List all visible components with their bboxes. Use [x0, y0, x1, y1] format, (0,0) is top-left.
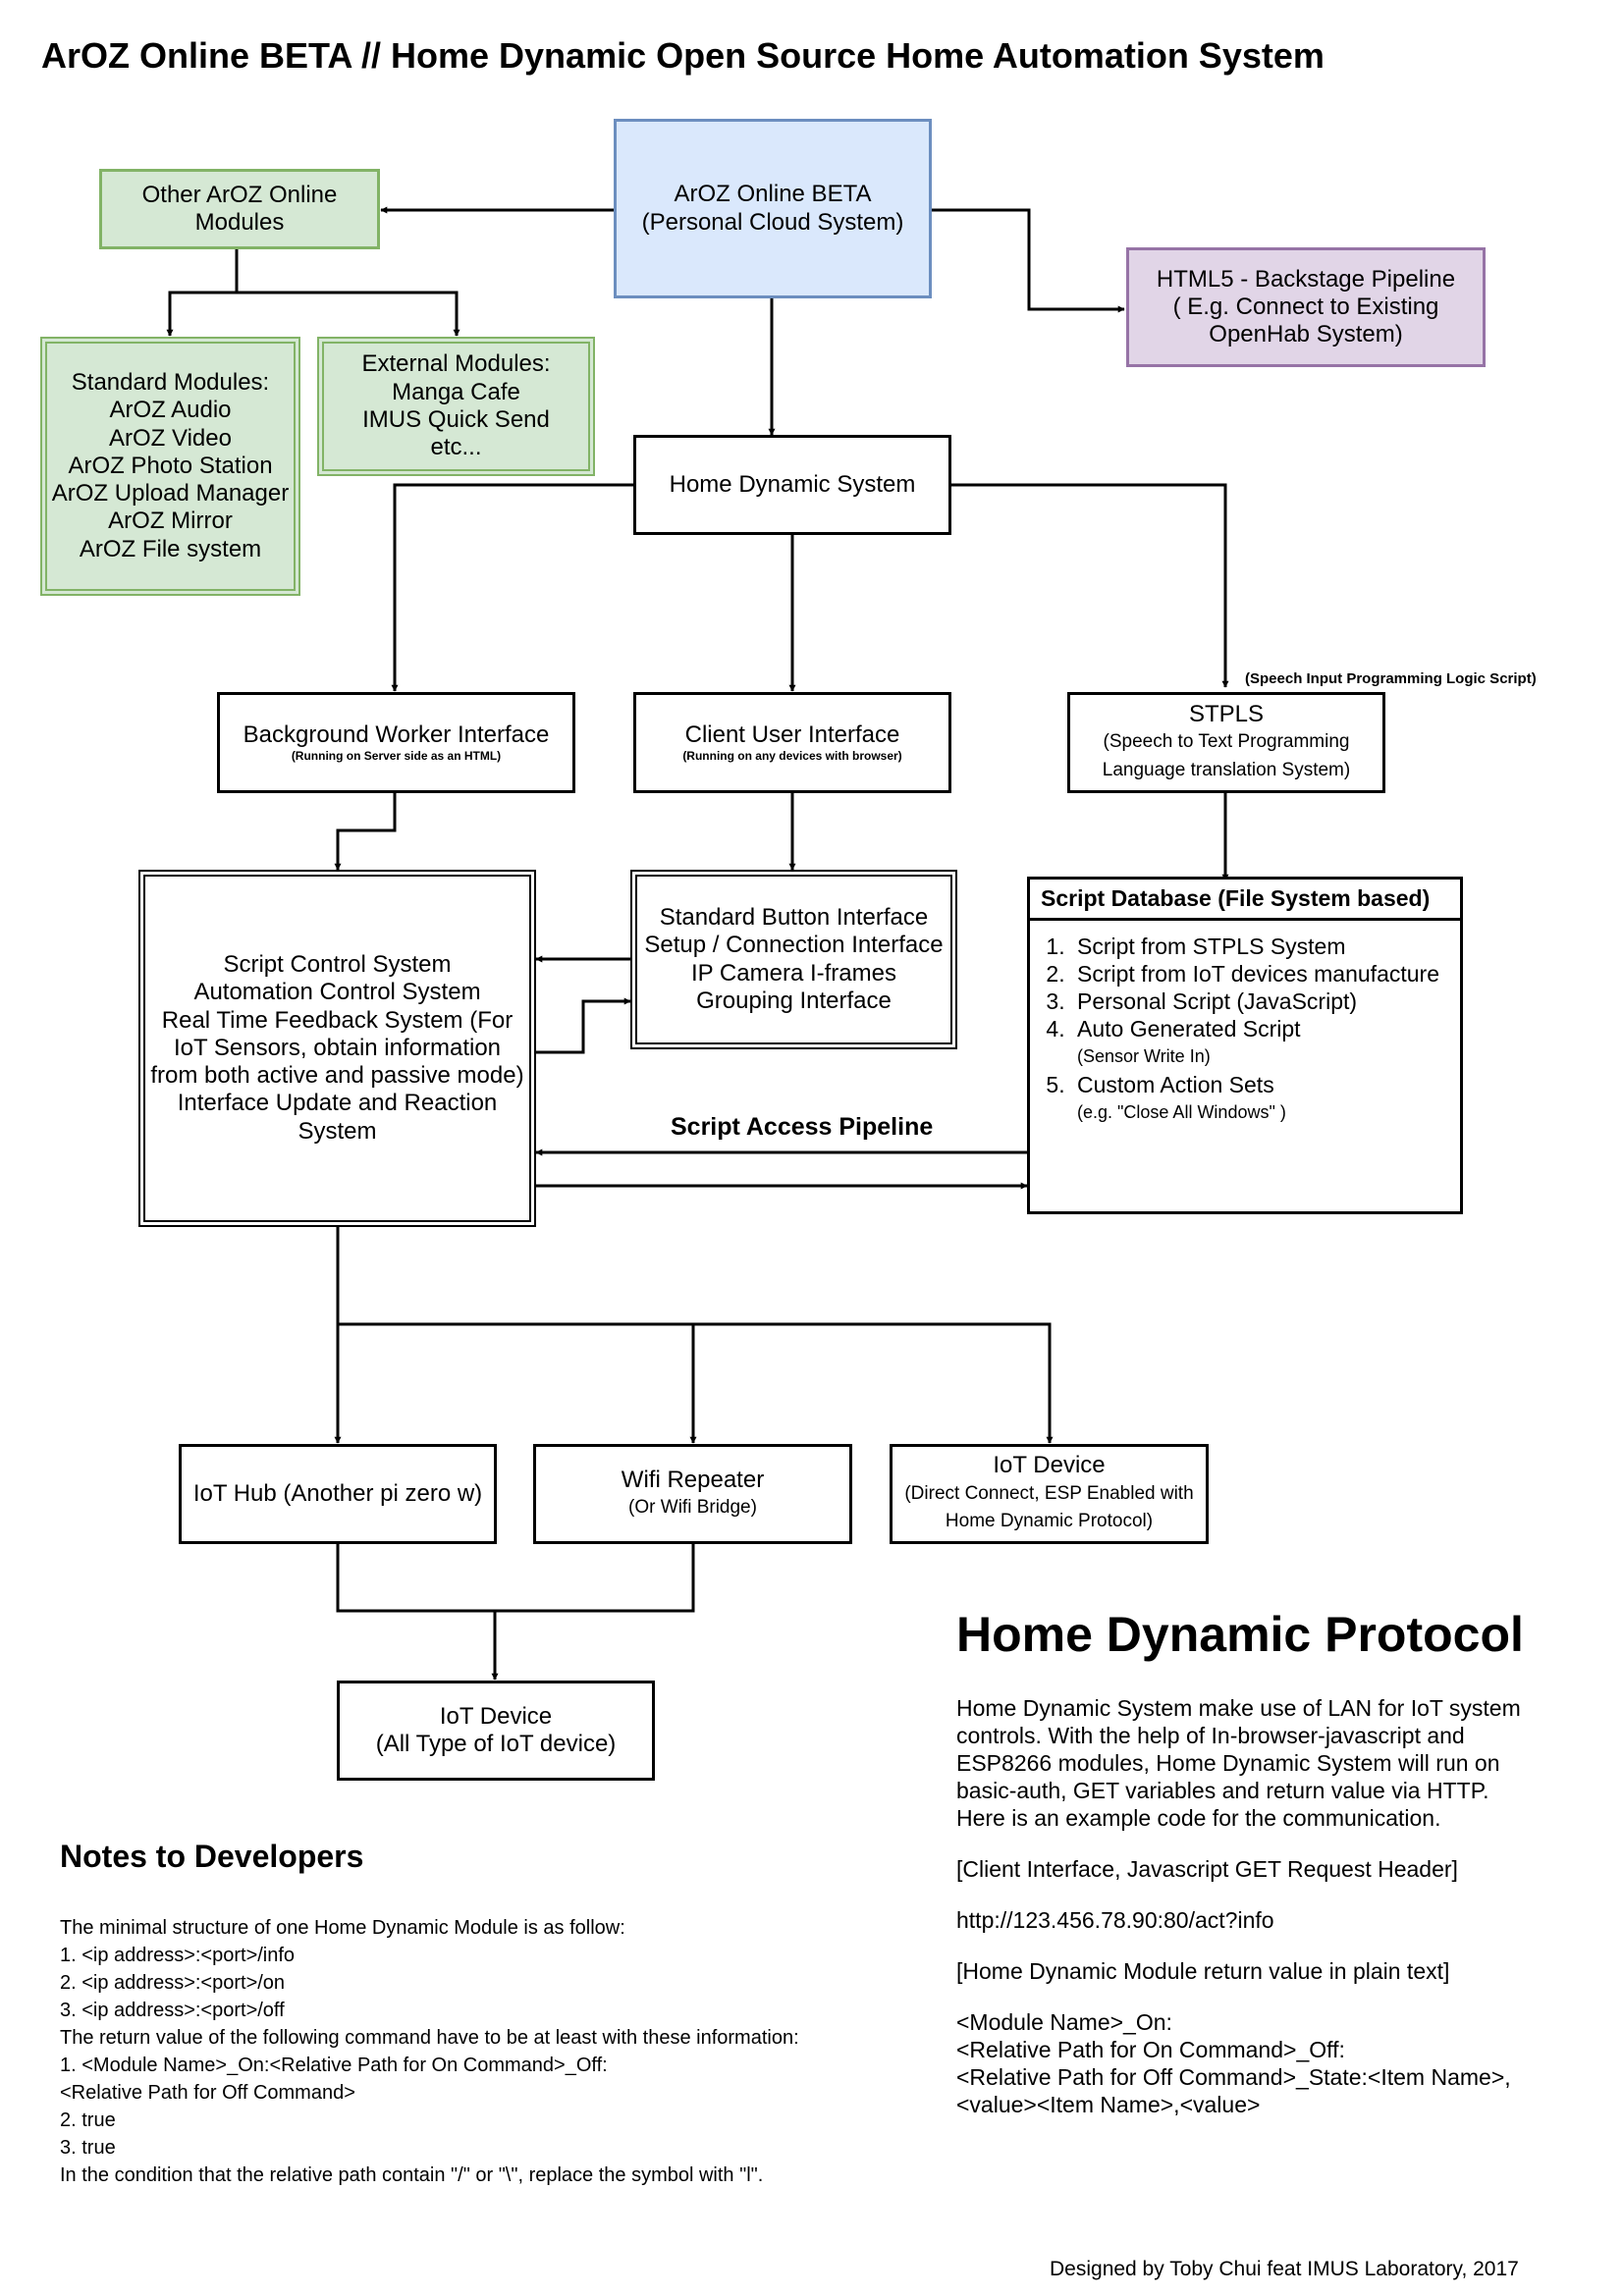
client-ui-node: Client User Interface (Running on any de… [633, 692, 951, 793]
edge-other-to-external [237, 291, 460, 337]
edge-script-to-wifi [338, 1322, 697, 1444]
iot-device-direct-node: IoT Device (Direct Connect, ESP Enabled … [890, 1444, 1209, 1544]
edge-home-to-stpls [950, 483, 1229, 688]
script-database-list: Script from STPLS System Script from IoT… [1030, 933, 1460, 1127]
script-database-node: Script Database (File System based) Scri… [1027, 877, 1463, 1214]
iot-hub-node: IoT Hub (Another pi zero w) [179, 1444, 497, 1544]
list-item: Auto Generated Script(Sensor Write In) [1071, 1015, 1460, 1071]
standard-button-node: Standard Button Interface Setup / Connec… [630, 870, 957, 1049]
edge-background-to-script [334, 793, 397, 871]
aroz-online-node: ArOZ Online BETA (Personal Cloud System) [614, 119, 932, 298]
script-control-node: Script Control System Automation Control… [138, 870, 536, 1227]
edge-script-to-iotdirect [693, 1322, 1054, 1444]
script-database-header: Script Database (File System based) [1030, 880, 1460, 921]
protocol-description: Home Dynamic System make use of LAN for … [956, 1694, 1585, 2142]
edge-other-to-standard [166, 249, 239, 337]
edge-home-to-background [391, 483, 634, 692]
background-worker-node: Background Worker Interface (Running on … [217, 692, 575, 793]
notes-body: The minimal structure of one Home Dynami… [60, 1917, 799, 2186]
script-access-pipeline-label: Script Access Pipeline [671, 1113, 934, 1141]
edge-script-to-button [536, 997, 631, 1054]
stpls-annotation: (Speech Input Programming Logic Script) [1245, 670, 1537, 687]
protocol-paragraph: [Client Interface, Javascript GET Reques… [956, 1856, 1458, 1882]
list-item: Personal Script (JavaScript) [1071, 988, 1460, 1015]
protocol-paragraph: http://123.456.78.90:80/act?info [956, 1907, 1274, 1933]
protocol-paragraph: <Module Name>_On: <Relative Path for On … [956, 2009, 1511, 2117]
edge-hub-wifi-to-iot [336, 1544, 695, 1680]
html5-pipeline-node: HTML5 - Backstage Pipeline ( E.g. Connec… [1126, 247, 1486, 367]
list-item: Custom Action Sets(e.g. "Close All Windo… [1071, 1071, 1460, 1127]
wifi-repeater-node: Wifi Repeater (Or Wifi Bridge) [533, 1444, 852, 1544]
home-dynamic-system-node: Home Dynamic System [633, 435, 951, 535]
list-item: Script from IoT devices manufacture [1071, 960, 1460, 988]
standard-modules-node: Standard Modules: ArOZ Audio ArOZ Video … [40, 337, 300, 596]
footer-credit: Designed by Toby Chui feat IMUS Laborato… [1050, 2258, 1519, 2280]
list-item-note: (e.g. "Close All Windows" ) [1077, 1102, 1286, 1123]
list-item: Script from STPLS System [1071, 933, 1460, 960]
stpls-node: STPLS (Speech to Text Programming Langua… [1067, 692, 1385, 793]
iot-device-all-node: IoT Device (All Type of IoT device) [337, 1681, 655, 1781]
edge-aroz-to-html5 [932, 208, 1125, 313]
protocol-paragraph: [Home Dynamic Module return value in pla… [956, 1958, 1450, 1984]
external-modules-node: External Modules: Manga Cafe IMUS Quick … [317, 337, 595, 476]
protocol-heading: Home Dynamic Protocol [956, 1607, 1524, 1662]
page-title: ArOZ Online BETA // Home Dynamic Open So… [41, 35, 1325, 76]
list-item-note: (Sensor Write In) [1077, 1046, 1211, 1067]
protocol-paragraph: Home Dynamic System make use of LAN for … [956, 1695, 1521, 1831]
other-modules-node: Other ArOZ Online Modules [99, 169, 380, 249]
notes-heading: Notes to Developers [60, 1839, 364, 1874]
